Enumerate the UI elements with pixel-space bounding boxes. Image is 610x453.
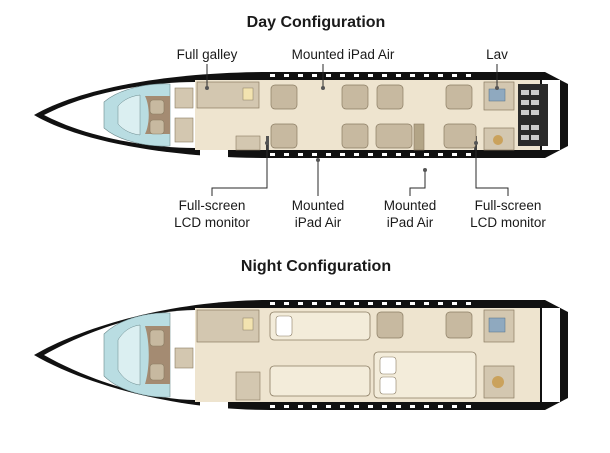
cabin-window xyxy=(438,153,443,156)
cabin-window xyxy=(466,153,471,156)
cabin-window xyxy=(382,302,387,305)
label-full-galley: Full galley xyxy=(177,47,238,62)
cabin-window xyxy=(438,405,443,408)
cabin-window xyxy=(424,302,429,305)
cabin-window xyxy=(396,153,401,156)
cabin-window xyxy=(382,405,387,408)
cabin-window xyxy=(424,74,429,77)
cabin-window xyxy=(284,74,289,77)
day-windows xyxy=(270,74,471,156)
label-lcd-monitor-right-line1: Full-screen xyxy=(475,198,542,213)
cabin-window xyxy=(312,153,317,156)
cabin-window xyxy=(284,302,289,305)
night-pilot-seat xyxy=(149,329,165,347)
night-seat-b xyxy=(445,311,473,339)
day-fuselage xyxy=(34,72,568,158)
cabin-window xyxy=(466,74,471,77)
cabin-window xyxy=(438,302,443,305)
cabin-window xyxy=(438,74,443,77)
cabin-window xyxy=(368,405,373,408)
cabin-window xyxy=(340,74,345,77)
night-bed-upper xyxy=(269,311,371,341)
cabin-window xyxy=(354,405,359,408)
label-lcd-monitor-left-line2: LCD monitor xyxy=(174,215,250,230)
day-copilot-seat xyxy=(149,119,165,135)
label-mounted-ipad-bottom-right-line1: Mounted xyxy=(384,198,437,213)
label-lcd-monitor-right-line2: LCD monitor xyxy=(470,215,546,230)
day-divan-left xyxy=(375,123,413,149)
cabin-window xyxy=(410,74,415,77)
label-mounted-ipad-top: Mounted iPad Air xyxy=(292,47,395,62)
day-pilot-seat xyxy=(149,99,165,115)
cabin-window xyxy=(368,302,373,305)
label-lav: Lav xyxy=(486,47,508,62)
cabin-window xyxy=(382,153,387,156)
night-double-bed xyxy=(373,351,477,399)
cabin-window xyxy=(298,405,303,408)
cabin-window xyxy=(298,153,303,156)
cabin-window xyxy=(326,74,331,77)
night-configuration-title: Night Configuration xyxy=(241,258,391,275)
cabin-window xyxy=(270,405,275,408)
cabin-window xyxy=(396,405,401,408)
cabin-window xyxy=(410,302,415,305)
day-aft-cargo xyxy=(518,84,548,146)
cabin-window xyxy=(396,302,401,305)
cabin-window xyxy=(452,302,457,305)
cabin-window xyxy=(312,405,317,408)
cabin-window xyxy=(368,153,373,156)
day-credenza xyxy=(413,123,425,151)
cabin-window xyxy=(326,405,331,408)
cabin-window xyxy=(298,74,303,77)
cabin-window xyxy=(368,74,373,77)
cabin-window xyxy=(354,153,359,156)
cabin-window xyxy=(424,153,429,156)
cabin-window xyxy=(452,153,457,156)
night-copilot-seat xyxy=(149,363,165,381)
cabin-window xyxy=(424,405,429,408)
cabin-window xyxy=(270,74,275,77)
cabin-window xyxy=(326,153,331,156)
night-windows xyxy=(270,302,471,408)
cabin-window xyxy=(270,153,275,156)
label-lcd-monitor-left-line1: Full-screen xyxy=(179,198,246,213)
day-divan-right xyxy=(443,123,477,149)
label-mounted-ipad-bottom-right-line2: iPad Air xyxy=(387,215,434,230)
cabin-window xyxy=(284,153,289,156)
cabin-window xyxy=(410,153,415,156)
day-club-seats xyxy=(270,84,473,149)
cabin-window xyxy=(452,405,457,408)
day-configuration-title: Day Configuration xyxy=(247,14,386,31)
cabin-window xyxy=(354,302,359,305)
cabin-window xyxy=(340,153,345,156)
cabin-window xyxy=(466,302,471,305)
night-seat-a xyxy=(376,311,404,339)
cabin-window xyxy=(466,405,471,408)
cabin-window xyxy=(284,405,289,408)
cabin-window xyxy=(354,74,359,77)
cabin-window xyxy=(340,302,345,305)
cabin-window xyxy=(340,405,345,408)
night-fuselage xyxy=(34,300,568,410)
cabin-window xyxy=(312,74,317,77)
label-mounted-ipad-bottom-left-line2: iPad Air xyxy=(295,215,342,230)
cabin-window xyxy=(326,302,331,305)
cabin-window xyxy=(312,302,317,305)
label-mounted-ipad-bottom-left-line1: Mounted xyxy=(292,198,345,213)
cabin-window xyxy=(270,302,275,305)
cabin-window xyxy=(396,74,401,77)
cabin-window xyxy=(298,302,303,305)
night-bed-lower xyxy=(269,365,371,397)
cabin-window xyxy=(410,405,415,408)
cabin-window xyxy=(382,74,387,77)
cabin-window xyxy=(452,74,457,77)
